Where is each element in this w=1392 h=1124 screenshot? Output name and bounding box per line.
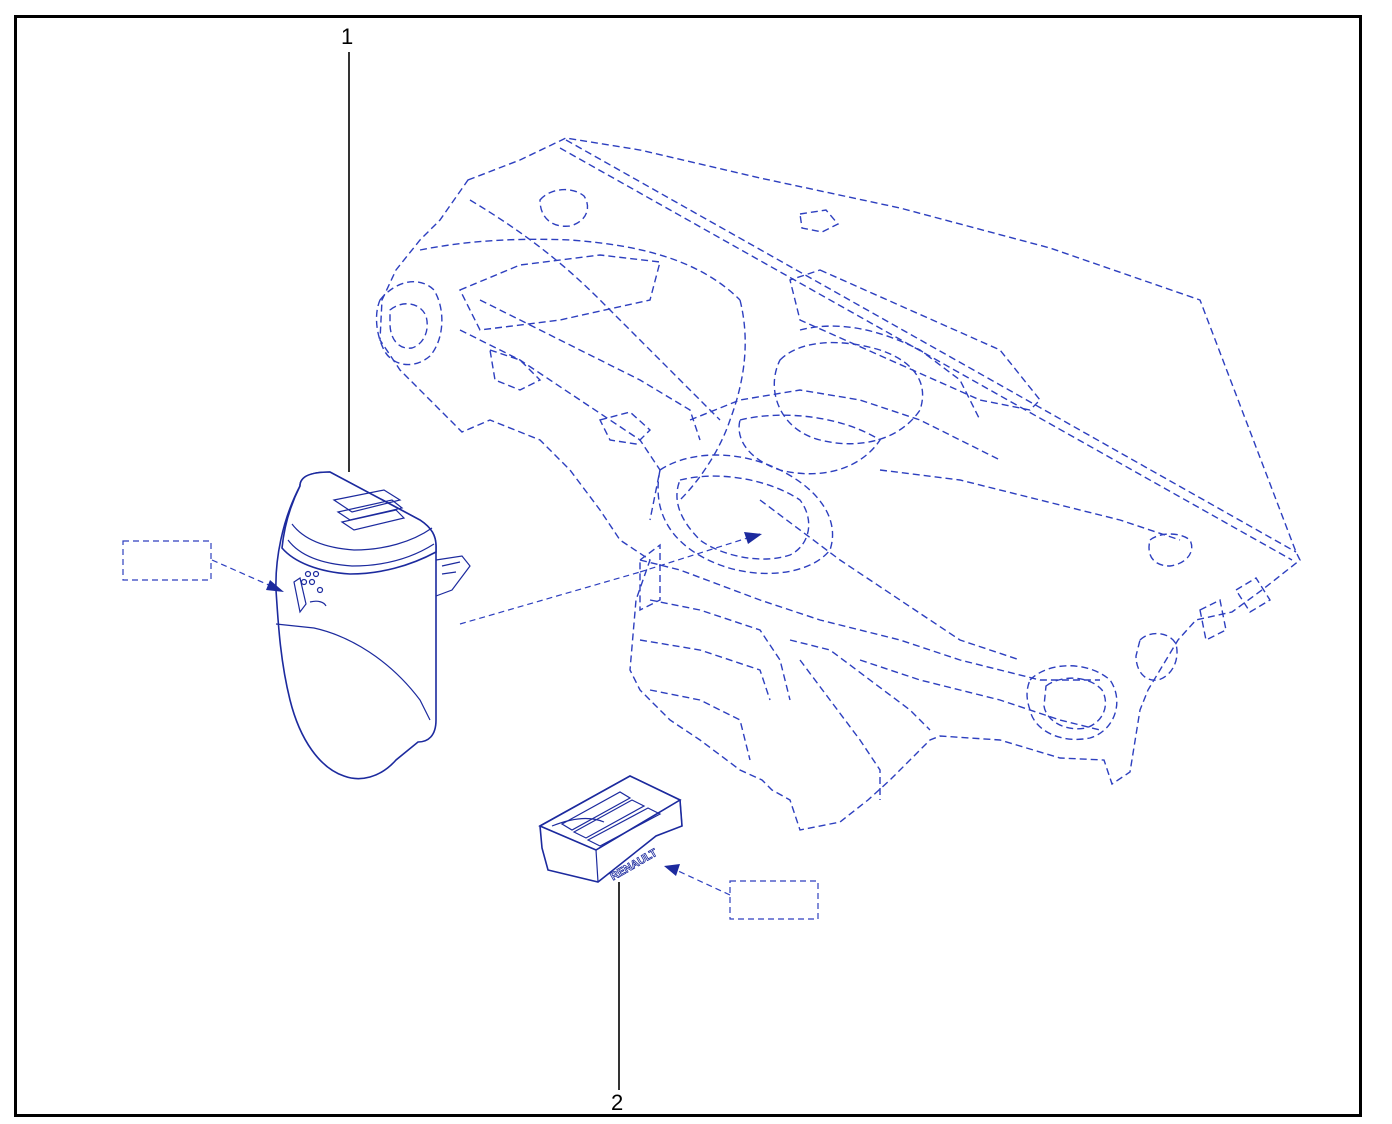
diagram-frame (14, 15, 1362, 1117)
center-air-vent (538, 775, 683, 883)
side-air-vent (275, 471, 471, 780)
pointer-arrows (211, 532, 762, 896)
reference-box-bottom (729, 880, 819, 920)
leader-lines (348, 52, 620, 1090)
callout-item-1: 1 (341, 24, 354, 49)
dashboard-outline (375, 137, 1301, 831)
reference-box-left (122, 540, 212, 581)
callout-item-2: 2 (611, 1090, 624, 1115)
